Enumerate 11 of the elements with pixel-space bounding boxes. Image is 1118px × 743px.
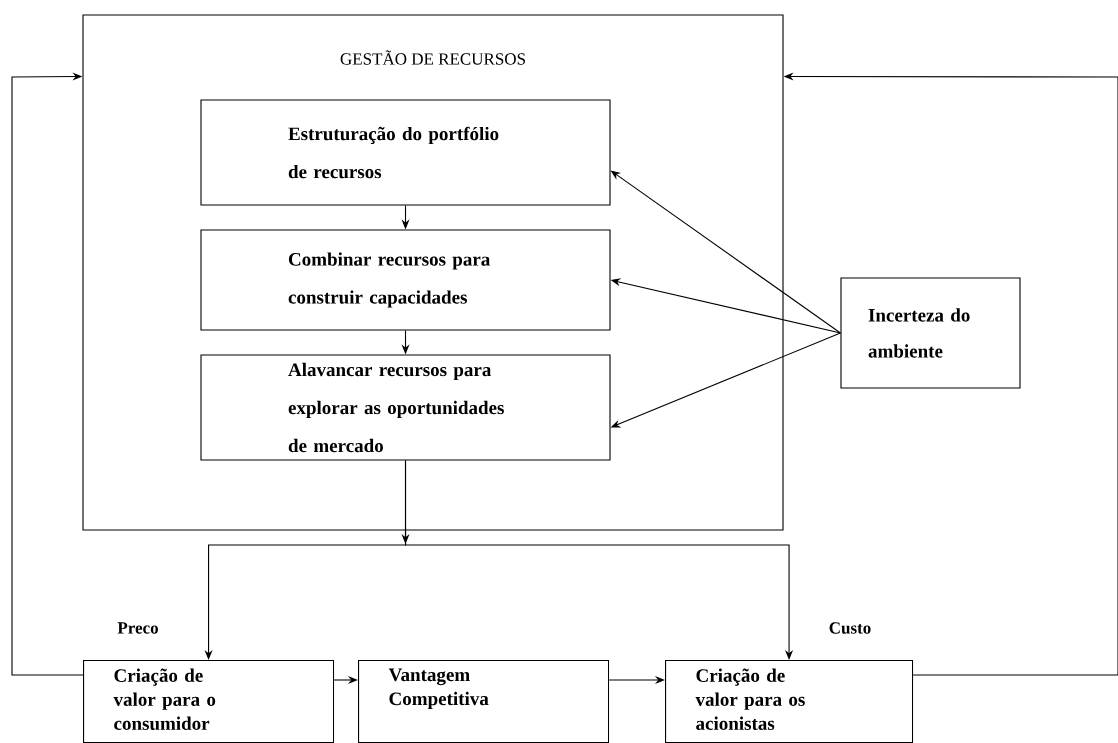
arrow [404,460,794,660]
edge-label: Custo [826,620,874,636]
process-box: Criação de valor para os acionistas [665,660,914,743]
arrow [11,72,84,676]
process-box: Combinar recursos para construir capacidades [200,229,611,331]
process-box: Criação de valor para o consumidor [83,660,335,743]
process-box: Estruturação do portfólio de recursos [200,99,611,206]
process-box: Alavancar recursos para explorar as oportunidades de mercado [200,354,611,461]
edge-label: Preco [115,620,161,636]
process-box: Incerteza do ambiente [840,277,1021,389]
process-box: Vantagem Competitiva [358,660,610,743]
